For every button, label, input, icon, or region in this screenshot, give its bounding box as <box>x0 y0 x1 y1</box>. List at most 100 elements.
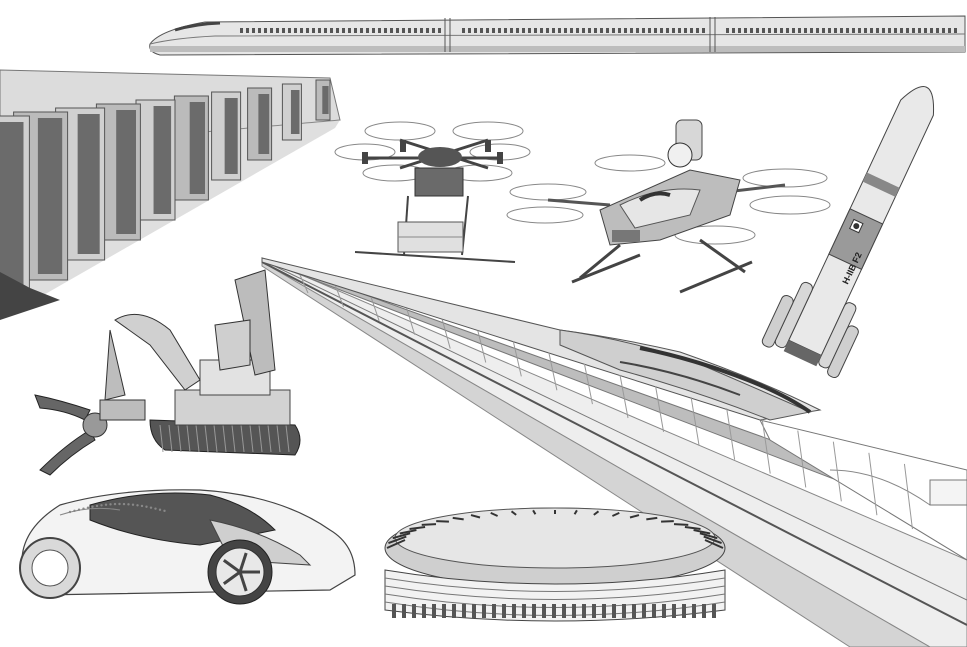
train-window <box>438 28 441 33</box>
train-window <box>282 28 285 33</box>
train-window <box>864 28 867 33</box>
roof-rib <box>388 535 407 544</box>
train-window <box>582 28 585 33</box>
facade-column <box>562 604 566 618</box>
roof-rib <box>611 511 620 517</box>
roof-dot <box>104 503 108 506</box>
facade-column <box>412 604 416 618</box>
train-window <box>318 28 321 33</box>
roof-dot <box>73 509 76 513</box>
track-tread <box>222 424 227 453</box>
rack-door <box>153 106 172 214</box>
train-window <box>552 28 555 33</box>
roof-rib <box>386 539 406 549</box>
train-window <box>912 28 915 33</box>
track-tread <box>195 424 200 453</box>
roof-dot <box>136 504 139 507</box>
facade-column <box>492 604 496 618</box>
cargo-drone <box>334 121 531 263</box>
train-window <box>618 28 621 33</box>
roof-rib <box>421 523 437 526</box>
train-window <box>756 28 759 33</box>
train-window <box>336 28 339 33</box>
roof-rib <box>673 523 689 526</box>
train-window <box>804 28 807 33</box>
wall-panel-line <box>619 374 629 419</box>
track-tread <box>168 424 173 453</box>
facade-column <box>482 604 486 618</box>
roof-dot <box>140 504 144 508</box>
wheel-spoke <box>222 570 241 585</box>
facade-column <box>632 604 636 618</box>
rack-door <box>322 86 329 114</box>
train-window <box>738 28 741 33</box>
facade-column <box>442 604 446 618</box>
wall-panel-line <box>761 419 771 474</box>
stadium <box>384 507 726 622</box>
roof-rib <box>704 539 724 549</box>
train-window <box>726 28 729 33</box>
train-window <box>750 28 753 33</box>
roof-dot <box>68 510 72 514</box>
rack-door <box>258 94 270 154</box>
roof-rib <box>452 516 464 521</box>
train-window <box>774 28 777 33</box>
train-window <box>930 28 933 33</box>
train-window <box>474 28 477 33</box>
roof-dot <box>100 504 103 507</box>
wall-panel-line <box>548 352 558 391</box>
wall-panel-line <box>335 285 345 308</box>
facade-column <box>712 604 716 618</box>
facade-column <box>402 604 406 618</box>
facade-column <box>392 604 396 618</box>
roof-rib <box>573 509 578 515</box>
train-window <box>840 28 843 33</box>
facade-column <box>432 604 436 618</box>
train-window <box>696 28 699 33</box>
train-window <box>540 28 543 33</box>
train-window <box>360 28 363 33</box>
train-window <box>570 28 573 33</box>
facade-column <box>522 604 526 618</box>
train-window <box>906 28 909 33</box>
train-window <box>432 28 435 33</box>
train-window <box>612 28 615 33</box>
train-window <box>810 28 813 33</box>
train-window <box>462 28 465 33</box>
facade-column <box>502 604 506 618</box>
roof-dot <box>145 505 148 508</box>
train-window <box>564 28 567 33</box>
facade-column <box>582 604 586 618</box>
train-window <box>288 28 291 33</box>
wall-panel-line <box>583 363 593 405</box>
train-window <box>954 28 957 33</box>
supercomputer <box>0 69 341 320</box>
facade-column <box>662 604 666 618</box>
train-window <box>762 28 765 33</box>
train-window <box>348 28 351 33</box>
train-window <box>504 28 507 33</box>
train-window <box>666 28 669 33</box>
facade-column <box>602 604 606 618</box>
rack-door <box>77 114 100 254</box>
train-window <box>744 28 747 33</box>
facade-column <box>512 604 516 618</box>
roof-dot <box>118 502 121 506</box>
train-window <box>678 28 681 33</box>
roof-rib <box>703 535 722 544</box>
facade-column <box>532 604 536 618</box>
facade-column <box>552 604 556 618</box>
train-window <box>888 28 891 33</box>
train-window <box>594 28 597 33</box>
train-window <box>294 28 297 33</box>
roof-dot <box>109 503 112 506</box>
train-window <box>510 28 513 33</box>
train-window <box>480 28 483 33</box>
train-window <box>606 28 609 33</box>
rack-door <box>0 122 24 294</box>
train-window <box>498 28 501 33</box>
bullet-train <box>149 15 966 56</box>
train-window <box>918 28 921 33</box>
train-window <box>558 28 561 33</box>
train-window <box>936 28 939 33</box>
